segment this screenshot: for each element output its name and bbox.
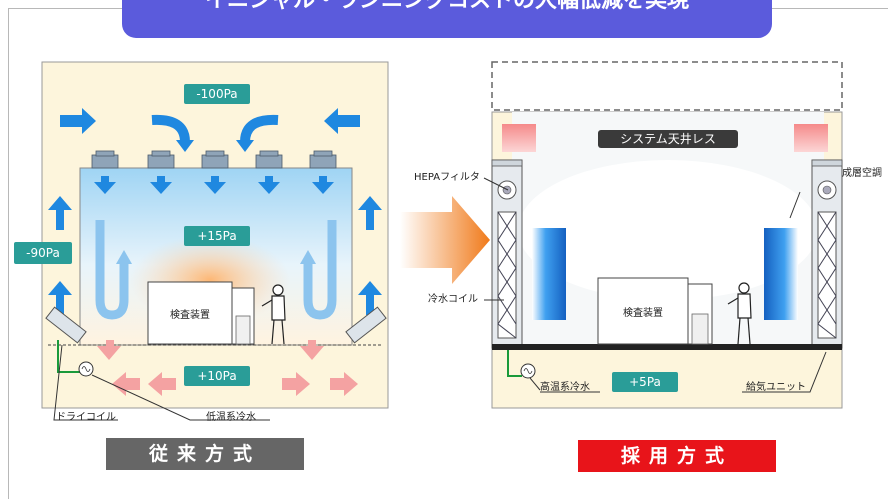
transition-arrow xyxy=(400,196,490,284)
pressure-badge-bottom: +10Pa xyxy=(184,366,250,386)
laminar-ac-label: 成層空調 xyxy=(842,168,882,179)
high-temp-water-label: 高温系冷水 xyxy=(540,382,590,393)
adopted-caption: 採用方式 xyxy=(578,440,776,472)
pressure-badge-side: -90Pa xyxy=(14,242,72,264)
title-banner: イニシャル・ランニングコストの大幅低減を実現 xyxy=(122,0,772,38)
supply-unit-label: 給気ユニット xyxy=(746,382,806,393)
equipment-label-right: 検査装置 xyxy=(623,308,663,319)
page-title: イニシャル・ランニングコストの大幅低減を実現 xyxy=(204,0,689,13)
right-diagram xyxy=(483,61,843,409)
dry-coil-label: ドライコイル xyxy=(56,412,116,423)
hepa-filter-label: HEPAフィルタ xyxy=(414,172,480,183)
pressure-badge-middle: +15Pa xyxy=(184,226,250,246)
pressure-badge-top: -100Pa xyxy=(184,84,250,104)
cold-coil-label: 冷水コイル xyxy=(428,294,478,305)
equipment-label-left: 検査装置 xyxy=(170,310,210,321)
system-ceilingless-label: システム天井レス xyxy=(598,130,738,148)
pressure-badge-right: +5Pa xyxy=(612,372,678,392)
conventional-caption: 従来方式 xyxy=(106,438,304,470)
low-temp-water-label: 低温系冷水 xyxy=(206,412,256,423)
